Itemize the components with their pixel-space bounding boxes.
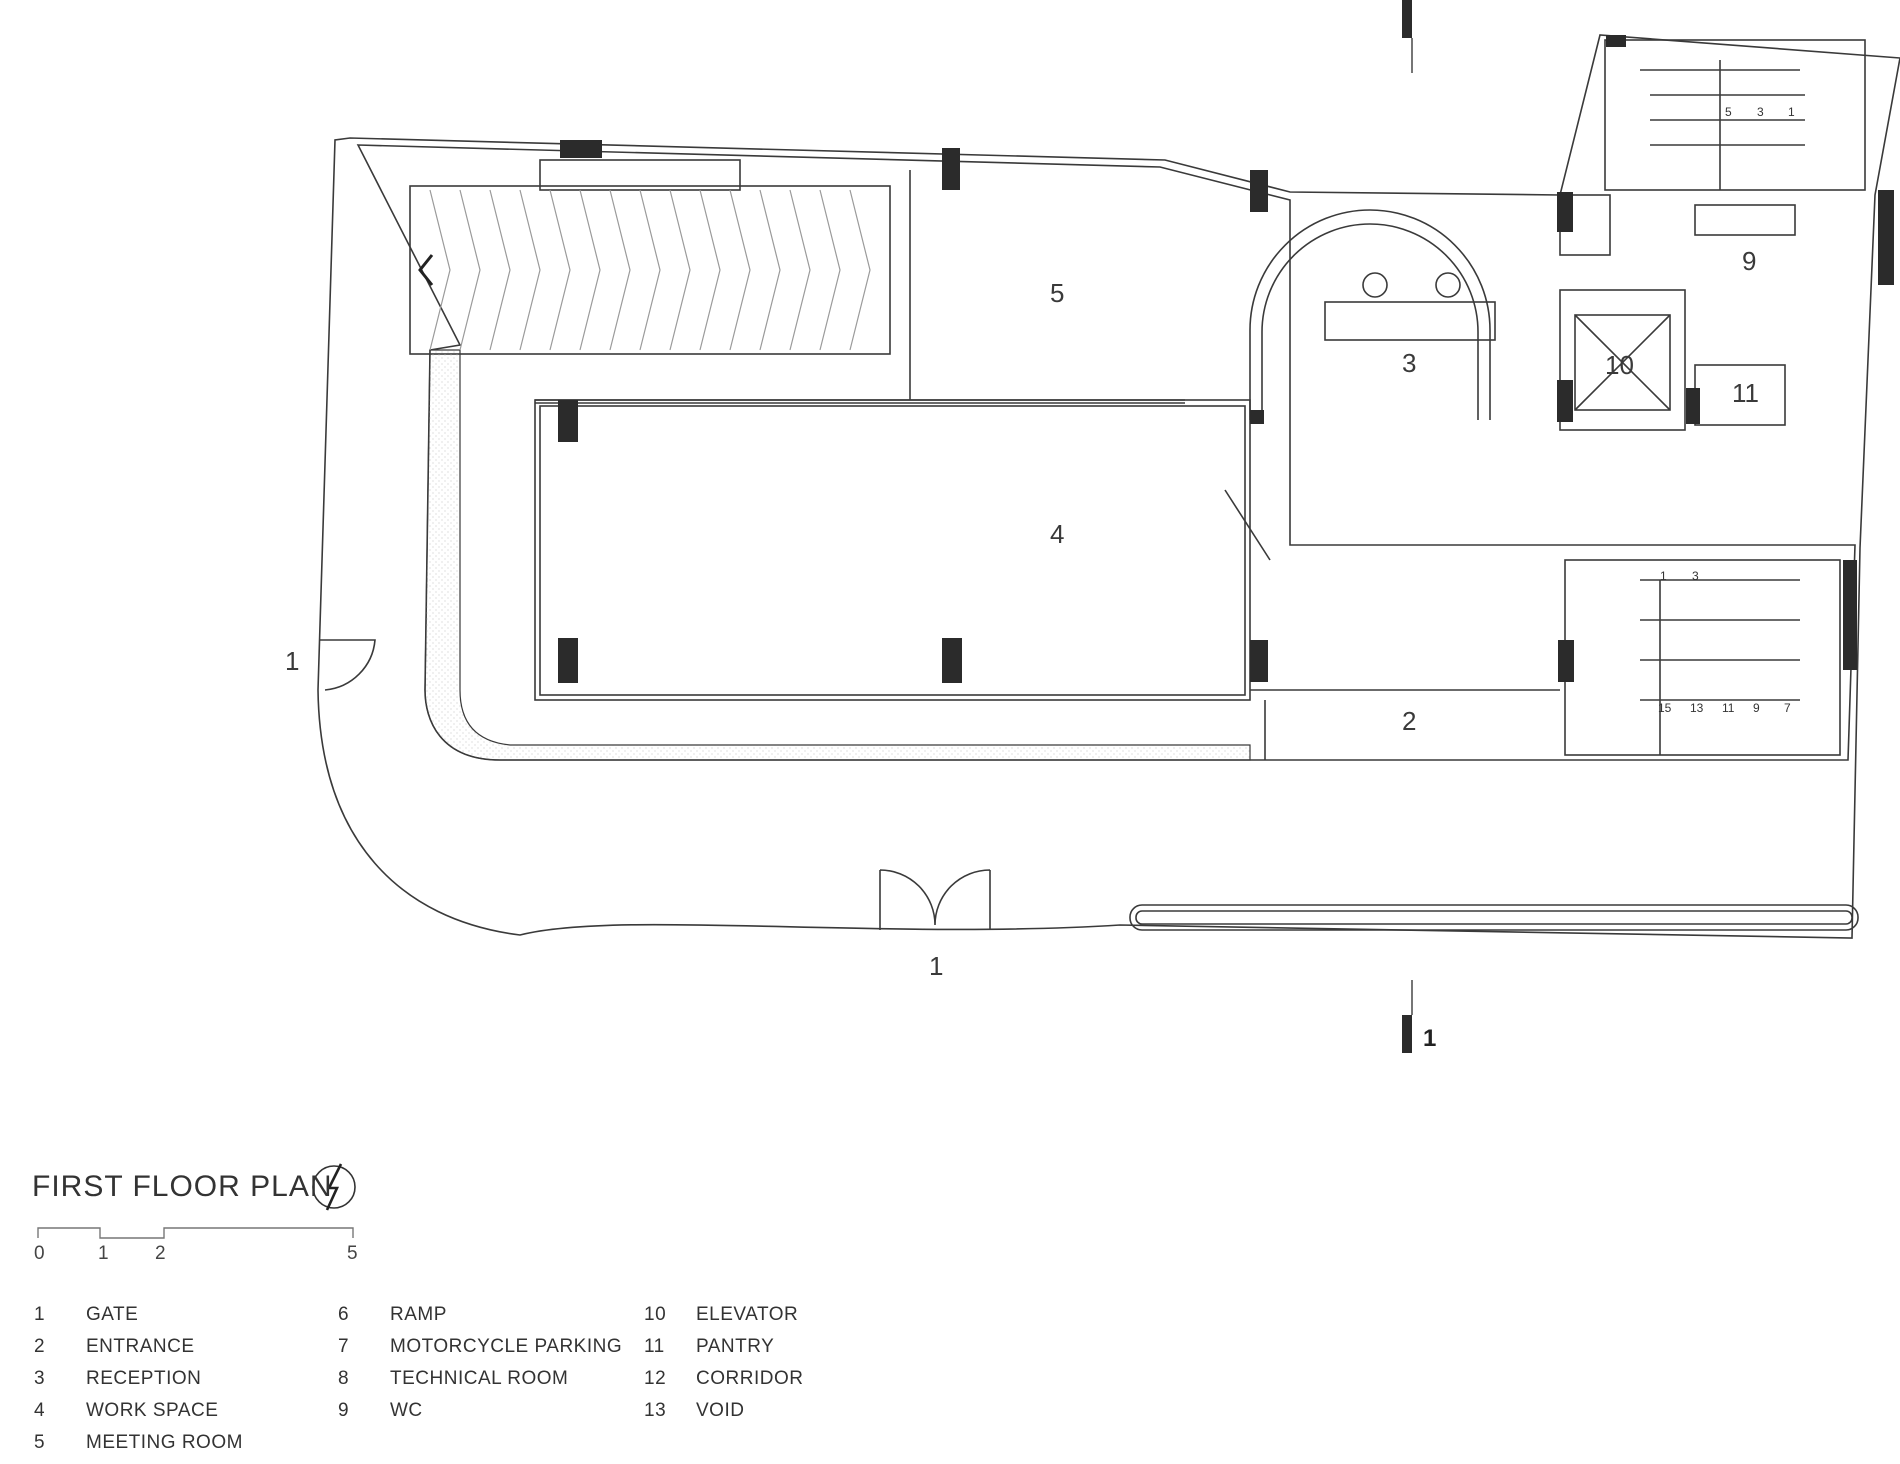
stair-step-number: 15 xyxy=(1658,701,1672,715)
scale-tick-label: 2 xyxy=(155,1243,166,1264)
section-label: 1 xyxy=(1423,1025,1436,1052)
room-label-pantry: 11 xyxy=(1732,378,1759,408)
room-label-work-space: 4 xyxy=(1050,519,1064,549)
room-label-gate-south: 1 xyxy=(929,951,943,981)
section-marker-bottom: 1 xyxy=(1402,980,1436,1053)
room-label-gate-west: 1 xyxy=(285,646,299,676)
structural-columns xyxy=(558,35,1894,683)
scale-tick-label: 1 xyxy=(98,1243,109,1264)
room-label-entrance: 2 xyxy=(1402,706,1416,736)
gate-south-door xyxy=(879,869,991,930)
scale-bar xyxy=(37,1227,354,1239)
stair-step-number: 3 xyxy=(1757,105,1764,119)
stair-step-number: 1 xyxy=(1788,105,1795,119)
stair-step-number: 5 xyxy=(1725,105,1732,119)
scale-tick-label: 0 xyxy=(34,1243,45,1264)
gate-west-door xyxy=(320,639,376,691)
outer-boundary xyxy=(317,34,1900,939)
ramp-chevrons xyxy=(429,189,871,351)
room-label-wc: 9 xyxy=(1742,246,1756,276)
stair-step-number: 11 xyxy=(1722,701,1735,715)
scale-tick-label: 5 xyxy=(347,1243,358,1264)
room-label-elevator: 10 xyxy=(1605,350,1634,380)
stair-step-number: 1 xyxy=(1660,569,1667,583)
building-footprint xyxy=(356,144,1856,761)
stair-step-number: 13 xyxy=(1690,701,1704,715)
section-marker-top xyxy=(1402,0,1413,73)
room-label-meeting-room: 5 xyxy=(1050,278,1064,308)
north-arrow-icon xyxy=(312,1163,356,1211)
reception-arc-wall xyxy=(1249,209,1491,420)
stair-step-number: 7 xyxy=(1784,701,1791,715)
page-title: FIRST FLOOR PLAN xyxy=(32,1170,333,1203)
room-label-reception: 3 xyxy=(1402,348,1416,378)
ramp-arrow-icon xyxy=(418,254,434,286)
stair-step-number: 9 xyxy=(1753,701,1760,715)
stair-step-number: 3 xyxy=(1692,569,1699,583)
